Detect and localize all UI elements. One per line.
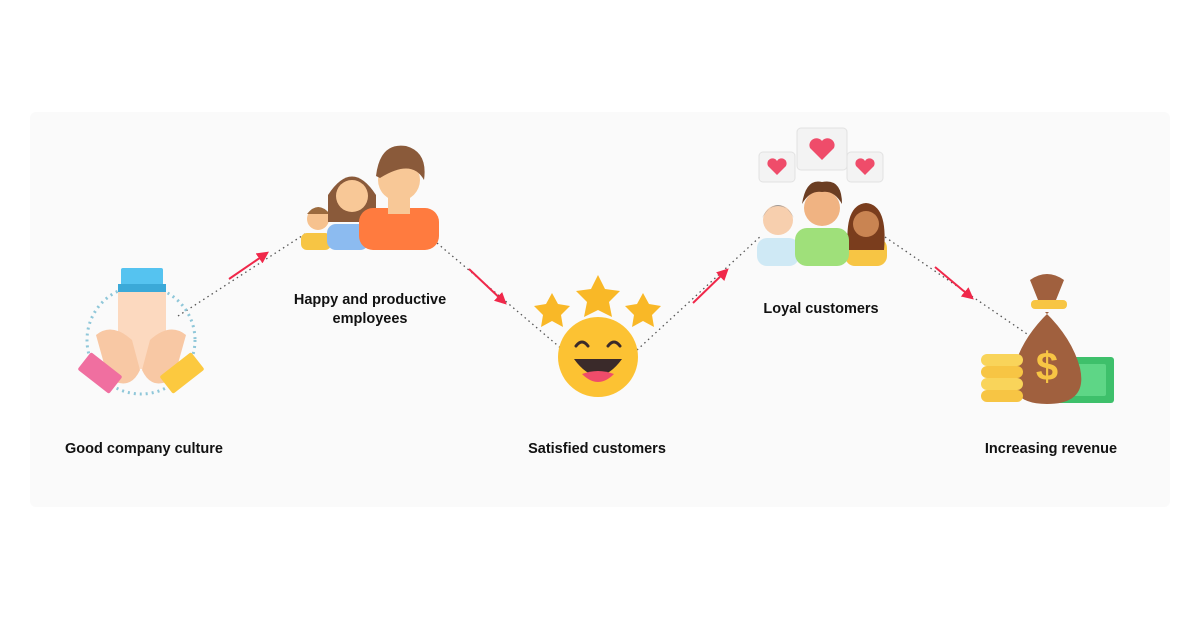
flow-arrows — [228, 251, 974, 305]
arrow-4 — [934, 266, 974, 300]
customers-hearts-icon — [757, 127, 887, 266]
arrow-2 — [468, 268, 507, 305]
step-label-satisfied-customers: Satisfied customers — [528, 441, 666, 457]
step-label-increasing-revenue: Increasing revenue — [984, 441, 1118, 457]
handshake-icon — [78, 268, 204, 396]
star-face-icon — [534, 275, 661, 397]
step-label-loyal-customers: Loyal customers — [763, 301, 879, 317]
svg-text:$: $ — [1036, 345, 1058, 389]
step-label-good-company-culture: Good company culture — [65, 441, 223, 457]
money-bag-icon: $ — [981, 274, 1114, 404]
arrow-3 — [692, 268, 729, 304]
family-icon — [301, 145, 439, 250]
step-label-happy-productive-employees: Happy and productive employees — [293, 292, 447, 327]
dotted-connectors — [177, 231, 1031, 351]
arrow-1 — [228, 251, 269, 280]
